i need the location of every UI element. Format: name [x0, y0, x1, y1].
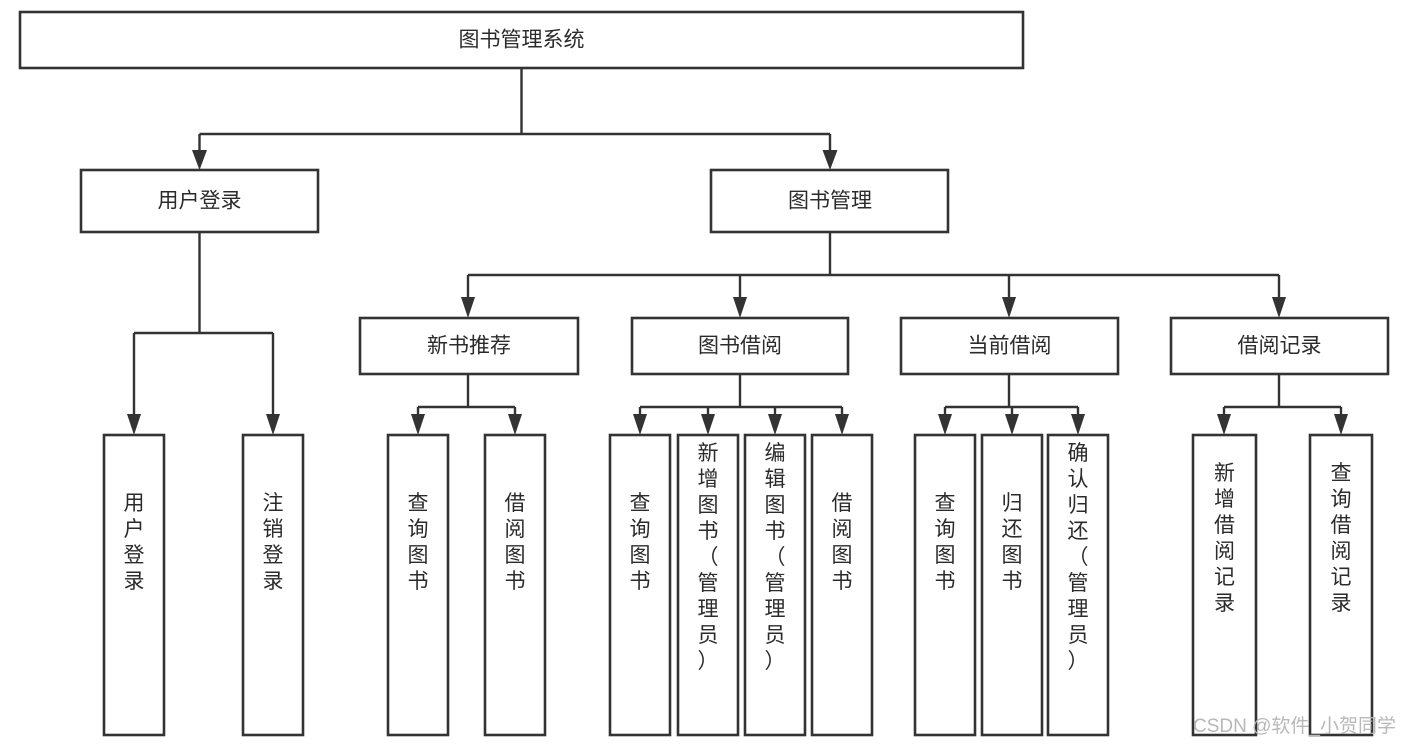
leaf-add-borrow-record-label: 新增借阅记录: [1214, 462, 1235, 615]
leaf-query-book-new-label: 查询图书: [408, 492, 429, 593]
leaf-return-book-box[interactable]: [980, 433, 1044, 737]
node-borrow-record-box[interactable]: [1169, 316, 1390, 376]
arrow-head-leaf-query-book-borrow: [633, 414, 647, 435]
leaf-return-book-label: 归还图书: [1002, 492, 1023, 593]
arrow-head-leaf-edit-book-admin: [768, 414, 782, 435]
leaf-query-book-current-label: 查询图书: [935, 492, 956, 593]
arrow-head-leaf-add-book-admin: [701, 414, 715, 435]
leaf-query-book-borrow-box[interactable]: [608, 433, 672, 737]
arrow-head-leaf-borrow-book: [835, 414, 849, 435]
leaf-confirm-return-admin-box[interactable]: [1046, 433, 1110, 737]
node-book-borrow[interactable]: 图书借阅: [630, 316, 850, 376]
arrow-head-leaf-query-book-new: [411, 414, 425, 435]
node-borrow-record-label: 借阅记录: [1238, 335, 1322, 358]
arrow-head-user-login: [192, 150, 207, 170]
watermark-label: CSDN @软件_小贺同学: [1193, 715, 1396, 737]
leaf-node-edit-book-admin[interactable]: 编辑图书（管理员）: [743, 433, 807, 737]
arrow-head-leaf-add-borrow-record: [1217, 414, 1231, 435]
leaf-node-add-borrow-record[interactable]: 新增借阅记录: [1191, 433, 1258, 737]
leaf-add-book-admin-box[interactable]: [676, 433, 740, 737]
node-user-login-box[interactable]: [79, 168, 320, 234]
leaf-user-logout-box[interactable]: [241, 433, 305, 737]
node-borrow-record[interactable]: 借阅记录: [1169, 316, 1390, 376]
connector-layer: [127, 68, 1348, 435]
leaf-node-query-book-borrow[interactable]: 查询图书: [608, 433, 672, 737]
leaf-add-borrow-record-box[interactable]: [1191, 433, 1258, 737]
arrow-head-book-borrow: [733, 297, 747, 318]
leaf-add-book-admin-label: 新增图书（管理员）: [698, 442, 719, 673]
node-book-borrow-label: 图书借阅: [698, 335, 782, 358]
leaf-borrow-book-box[interactable]: [810, 433, 874, 737]
arrow-head-leaf-query-book-current: [938, 414, 952, 435]
leaf-user-login-box[interactable]: [102, 433, 166, 737]
node-root-label: 图书管理系统: [459, 29, 585, 52]
leaf-borrow-book-new-box[interactable]: [483, 433, 547, 737]
node-new-book-recommend-box[interactable]: [358, 316, 580, 376]
node-new-book-recommend-label: 新书推荐: [427, 335, 511, 358]
arrow-head-borrow-record: [1272, 297, 1286, 318]
arrow-head-leaf-confirm-return-admin: [1071, 414, 1085, 435]
leaf-node-query-book-new[interactable]: 查询图书: [386, 433, 450, 737]
arrow-head-leaf-borrow-book-new: [508, 414, 522, 435]
leaf-node-add-book-admin[interactable]: 新增图书（管理员）: [676, 433, 740, 737]
arrow-head-current-borrow: [1002, 297, 1016, 318]
leaf-confirm-return-admin-label: 确认归还（管理员）: [1068, 442, 1089, 673]
node-current-borrow-box[interactable]: [899, 316, 1120, 376]
leaf-query-book-borrow-label: 查询图书: [630, 492, 651, 593]
leaf-query-book-new-box[interactable]: [386, 433, 450, 737]
node-root-box[interactable]: [18, 10, 1025, 70]
leaf-user-login-label: 用户登录: [124, 492, 145, 593]
leaf-edit-book-admin-label: 编辑图书（管理员）: [765, 442, 786, 673]
leaf-node-return-book[interactable]: 归还图书: [980, 433, 1044, 737]
leaf-node-user-logout[interactable]: 注销登录: [241, 433, 305, 737]
arrow-head-book-management: [822, 150, 838, 170]
node-current-borrow-label: 当前借阅: [968, 335, 1052, 358]
arrow-head-leaf-return-book: [1005, 414, 1019, 435]
arrow-head-leaf-query-borrow-record: [1334, 414, 1348, 435]
leaf-node-user-login[interactable]: 用户登录: [102, 433, 166, 737]
leaf-node-query-borrow-record[interactable]: 查询借阅记录: [1308, 433, 1374, 737]
node-new-book-recommend[interactable]: 新书推荐: [358, 316, 580, 376]
node-book-management-box[interactable]: [709, 168, 950, 234]
leaf-borrow-book-new-label: 借阅图书: [505, 492, 526, 593]
leaf-borrow-book-label: 借阅图书: [832, 492, 853, 593]
leaf-query-borrow-record-box[interactable]: [1308, 433, 1374, 737]
leaf-node-borrow-book-new[interactable]: 借阅图书: [483, 433, 547, 737]
leaf-query-book-current-box[interactable]: [913, 433, 977, 737]
leaf-edit-book-admin-box[interactable]: [743, 433, 807, 737]
arrow-head-new-book-recommend: [461, 297, 475, 318]
leaf-query-borrow-record-label: 查询借阅记录: [1331, 462, 1352, 615]
node-book-management-label: 图书管理: [788, 190, 872, 213]
node-root[interactable]: 图书管理系统: [18, 10, 1025, 70]
leaf-node-query-book-current[interactable]: 查询图书: [913, 433, 977, 737]
leaf-node-borrow-book[interactable]: 借阅图书: [810, 433, 874, 737]
node-user-login[interactable]: 用户登录: [79, 168, 320, 234]
node-book-management[interactable]: 图书管理: [709, 168, 950, 234]
node-book-borrow-box[interactable]: [630, 316, 850, 376]
arrow-head-leaf-user-logout: [266, 414, 280, 435]
node-current-borrow[interactable]: 当前借阅: [899, 316, 1120, 376]
node-user-login-label: 用户登录: [158, 190, 242, 213]
arrow-head-leaf-user-login: [127, 414, 141, 435]
leaf-node-confirm-return-admin[interactable]: 确认归还（管理员）: [1046, 433, 1110, 737]
leaf-user-logout-label: 注销登录: [263, 492, 284, 593]
